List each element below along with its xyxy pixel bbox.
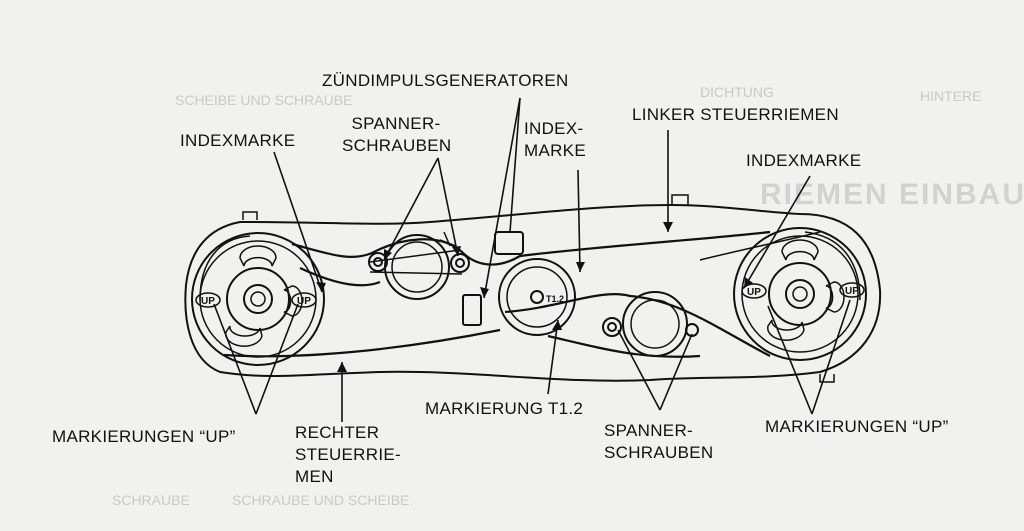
- label-line: SPANNER-: [351, 114, 441, 133]
- label-tensioner-bolts-top: SPANNER- SCHRAUBEN: [342, 113, 452, 157]
- pulse-generator: [462, 294, 482, 326]
- label-line: SPANNER-: [604, 421, 693, 440]
- bleed-text: SCHEIBE UND SCHRAUBE: [175, 92, 353, 108]
- label-line: SCHRAUBEN: [342, 136, 452, 155]
- right-timing-belt: [223, 267, 701, 358]
- label-index-mark-left: INDEXMARKE: [180, 131, 296, 150]
- label-up-marks-left: MARKIERUNGEN “UP”: [52, 427, 236, 446]
- label-line: RECHTER: [295, 423, 380, 442]
- label-pulse-generators: ZÜNDIMPULSGENERATOREN: [322, 71, 569, 90]
- label-index-mark-middle: INDEX- MARKE: [524, 118, 586, 162]
- up-mark: UP: [845, 286, 859, 297]
- right-cam-pulley: [733, 227, 867, 361]
- label-line: MEN: [295, 467, 334, 486]
- label-line: MARKE: [524, 141, 586, 160]
- left-timing-belt: [291, 230, 771, 357]
- lower-tensioner-pulley: [622, 291, 688, 357]
- label-line: STEUERRIE-: [295, 445, 401, 464]
- label-line: INDEX-: [524, 119, 584, 138]
- crank-pulley: [498, 258, 576, 336]
- label-left-timing-belt: LINKER STEUERRIEMEN: [632, 105, 839, 124]
- label-up-marks-right: MARKIERUNGEN “UP”: [765, 417, 949, 436]
- up-mark: UP: [297, 296, 311, 307]
- bleed-heading: RIEMEN EINBAU: [760, 178, 1024, 211]
- up-mark: UP: [747, 287, 761, 298]
- housing-flange: [242, 194, 835, 383]
- label-index-mark-right: INDEXMARKE: [746, 151, 862, 170]
- bleed-text: DICHTUNG: [700, 84, 774, 100]
- bleed-text: HINTERE: [920, 88, 982, 104]
- pulse-generator: [494, 231, 524, 255]
- left-cam-pulley: [191, 232, 325, 366]
- housing-outline: [184, 203, 882, 382]
- label-right-timing-belt: RECHTER STEUERRIE- MEN: [295, 422, 401, 488]
- bleed-text: SCHRAUBE: [112, 492, 190, 508]
- up-mark: UP: [201, 296, 215, 307]
- label-tensioner-bolts-bottom: SPANNER- SCHRAUBEN: [604, 420, 713, 464]
- label-line: SCHRAUBEN: [604, 443, 714, 462]
- label-mark-t12: MARKIERUNG T1.2: [425, 399, 584, 418]
- bleed-text: SCHRAUBE UND SCHEIBE: [232, 492, 410, 508]
- t12-mark: T1.2: [546, 294, 564, 304]
